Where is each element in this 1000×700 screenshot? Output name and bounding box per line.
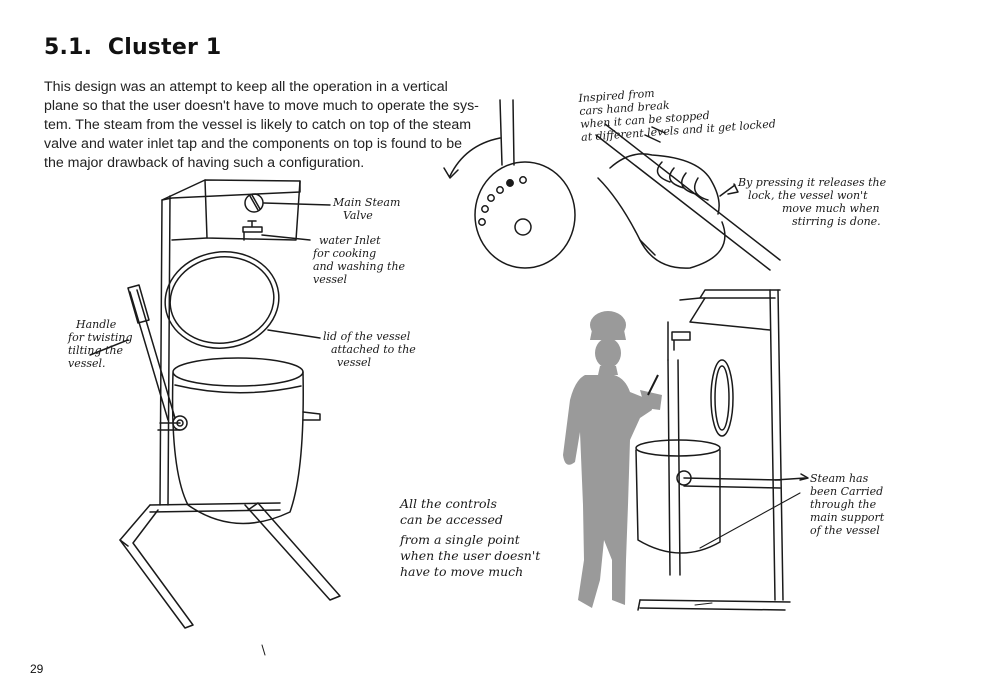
- right-kettle-sketch: [635, 289, 791, 611]
- intro-line: plane so that the user doesn't have to m…: [44, 98, 479, 114]
- leader-handle: [89, 339, 129, 356]
- chef-silhouette: [563, 311, 662, 608]
- section-heading: 5.1. Cluster 1: [44, 35, 221, 60]
- annotation-pressing: By pressing it releases the lock, the ve…: [738, 176, 887, 228]
- annotation-controls: All the controls can be accessed from a …: [400, 496, 541, 579]
- section-title: Cluster 1: [107, 35, 222, 60]
- page-number: 29: [30, 662, 44, 676]
- annotation-lid: lid of the vessel attached to the vessel: [323, 330, 416, 369]
- annotation-main-steam-valve: Main Steam Valve: [333, 196, 401, 222]
- leader-steam: [774, 477, 806, 481]
- intro-line: tem. The steam from the vessel is likely…: [44, 117, 472, 133]
- annotation-water-inlet: water Inlet for cooking and washing the …: [313, 234, 406, 286]
- intro-line: the major drawback of having such a conf…: [44, 155, 365, 171]
- leader-lid: [267, 329, 321, 339]
- hand-lever-sketch: [595, 123, 781, 271]
- section-number: 5.1.: [44, 35, 93, 60]
- leader-water-inlet: [261, 234, 311, 241]
- main-kettle-sketch: [119, 179, 341, 629]
- leader-steam-valve: [263, 202, 331, 206]
- intro-line: valve and water inlet tap and the compon…: [44, 136, 463, 152]
- dial-sketch: [443, 99, 576, 269]
- annotation-steam: Steam has been Carried through the main …: [810, 472, 885, 537]
- intro-paragraph: This design was an attempt to keep all t…: [44, 78, 484, 173]
- annotation-handle: Handle for twisting tilting the vessel.: [68, 318, 133, 370]
- intro-line: This design was an attempt to keep all t…: [44, 79, 448, 95]
